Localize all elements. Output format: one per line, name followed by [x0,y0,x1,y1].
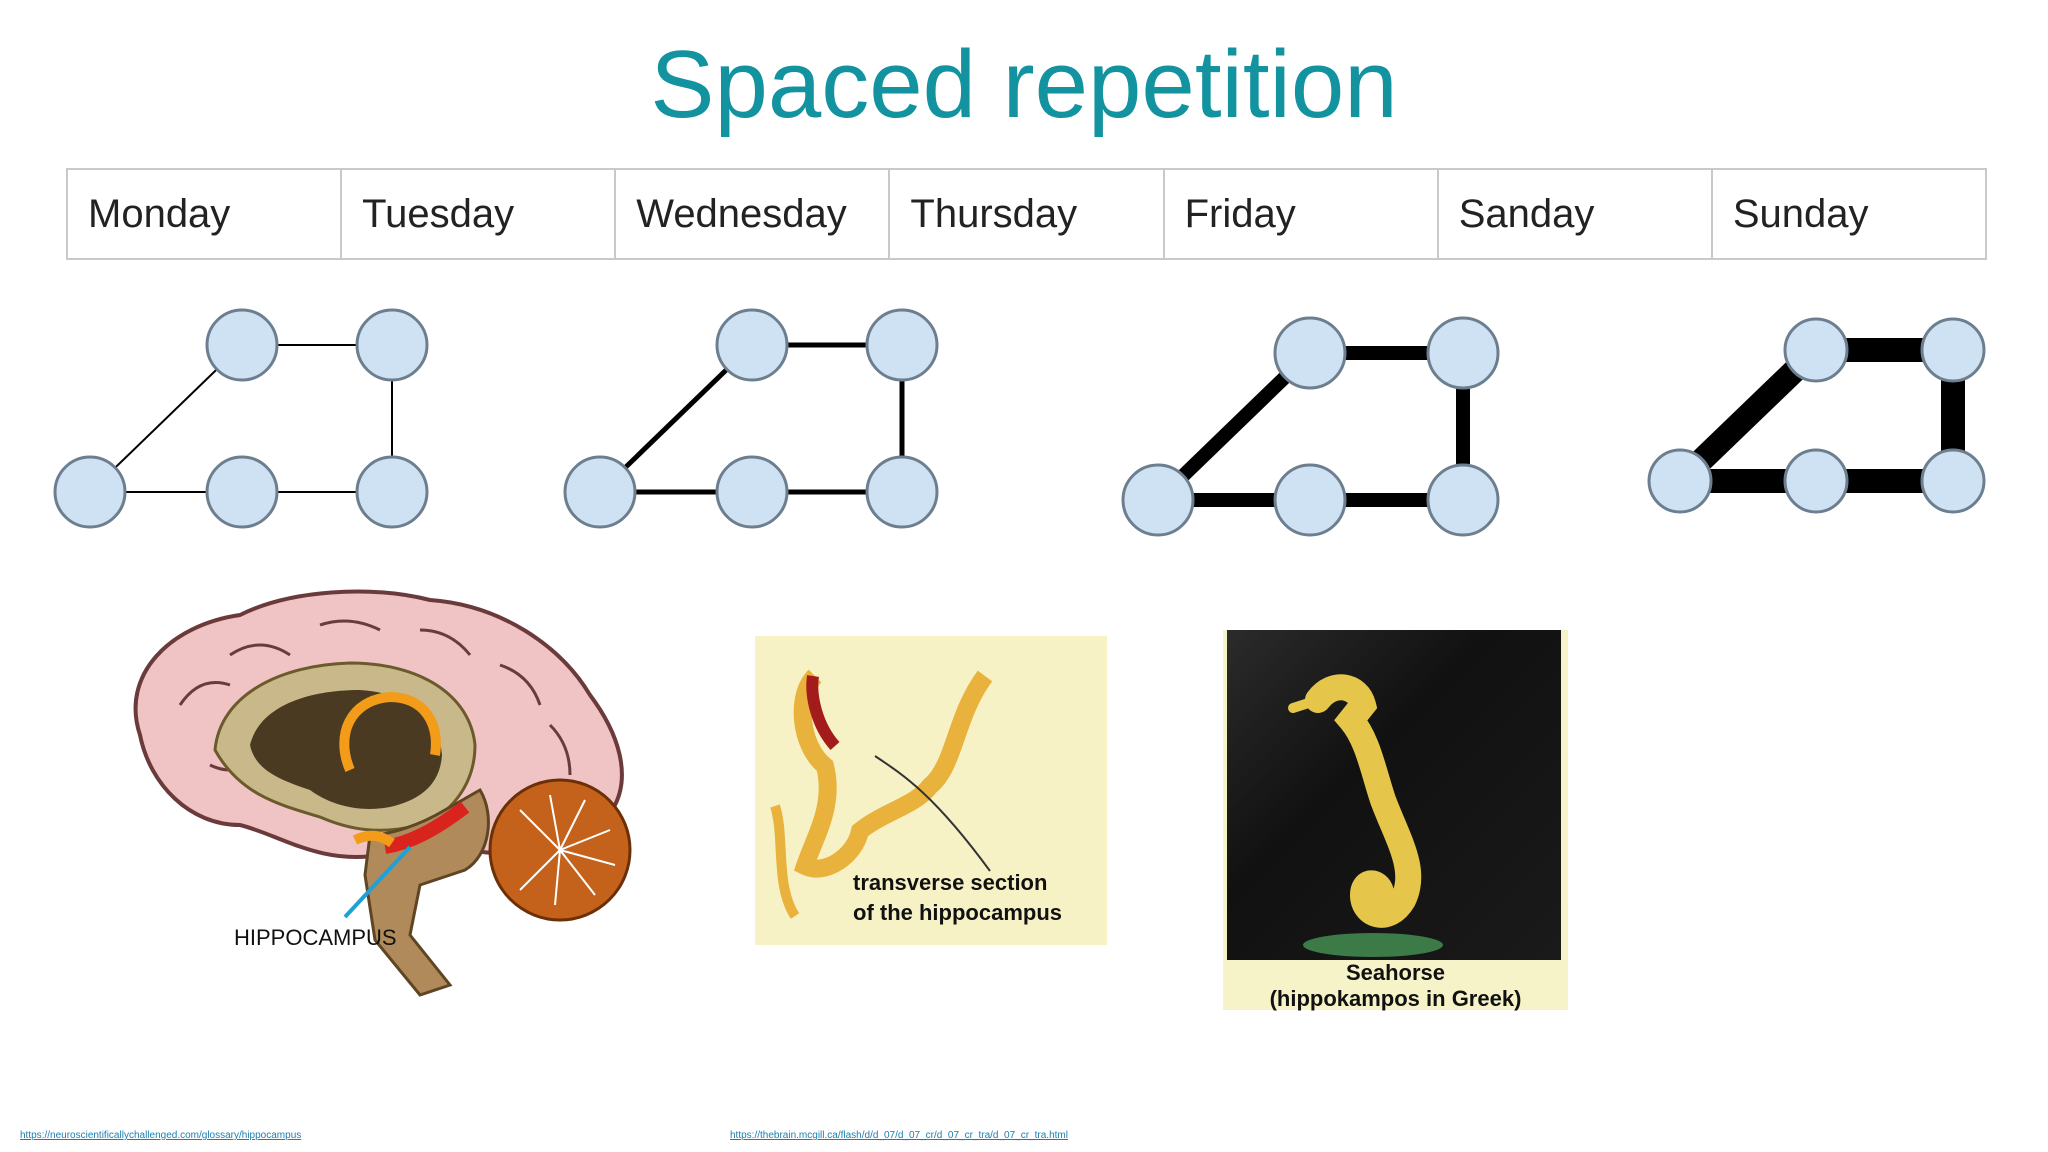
weekday-table: Monday Tuesday Wednesday Thursday Friday… [66,168,1987,260]
graph-1 [53,308,429,529]
seahorse-caption: Seahorse (hippokampos in Greek) [1223,960,1568,1012]
seahorse-drawing [1288,674,1443,957]
hippocampus-section-image: transverse section of the hippocampus [755,636,1107,945]
day-cell-tuesday: Tuesday [342,170,617,258]
seahorse-caption-line-2: (hippokampos in Greek) [1269,986,1522,1011]
section-caption-line-1: transverse section [853,870,1048,895]
seahorse-photo: Seahorse (hippokampos in Greek) [1223,630,1568,1012]
graph-2 [563,308,939,529]
graph-3 [1121,316,1500,537]
day-cell-thursday: Thursday [890,170,1165,258]
seahorse-caption-line-1: Seahorse [1345,960,1446,985]
section-caption-line-2: of the hippocampus [853,900,1062,925]
brain-illustration [133,589,632,997]
graph-4 [1647,317,1986,514]
section-drawing [770,669,993,919]
credit-link-left[interactable]: https://neuroscientificallychallenged.co… [20,1130,302,1141]
slide-title: Spaced repetition [650,31,1398,138]
day-cell-sunday: Sunday [1732,191,1869,236]
network-graphs [53,308,1986,537]
day-cell-sanday: Sanday [1439,170,1713,258]
day-cell-wednesday: Wednesday [616,170,891,258]
section-caption: transverse section of the hippocampus [853,868,1062,928]
hippocampus-label: HIPPOCAMPUS [234,925,397,950]
credit-link-right[interactable]: https://thebrain.mcgill.ca/flash/d/d_07/… [730,1130,1068,1141]
day-cell-monday: Monday [68,170,343,258]
day-cell-friday: Friday [1165,170,1439,258]
